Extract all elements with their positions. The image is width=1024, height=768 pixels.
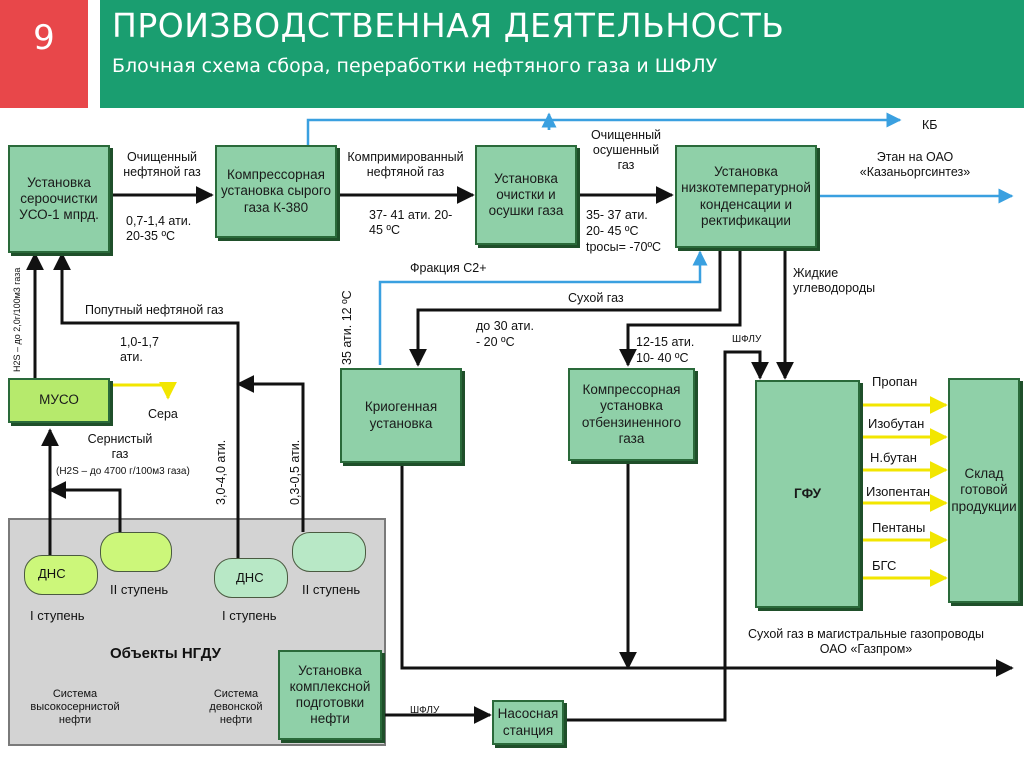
- block-compressor-stripped: Компрессорная установка отбензиненного г…: [568, 368, 695, 461]
- block-ukpn: Установка комплексной подготовки нефти: [278, 650, 382, 740]
- block-gfu-label: ГФУ: [793, 485, 822, 501]
- arrow-pump-gfu: [566, 350, 769, 722]
- label-p-3-4: 3,0-4,0 ати.: [214, 439, 228, 505]
- tank-dns-devon: [214, 558, 288, 598]
- label-shflu-top: ШФЛУ: [732, 334, 762, 345]
- stage2-high-label: II ступень: [110, 582, 169, 597]
- block-ntkr-label: Установка низкотемпературной конденсации…: [681, 164, 811, 228]
- block-warehouse-label: Склад готовой продукции: [951, 466, 1017, 514]
- label-uso-params: 0,7-1,4 ати. 20-35 ºС: [126, 214, 192, 243]
- block-compressor-label: Компрессорная установка отбензиненного г…: [581, 382, 682, 446]
- slide-number: 9: [33, 18, 55, 58]
- label-clean-gas: Очищенный нефтяной газ: [123, 150, 201, 179]
- stage2-devon-label: II ступень: [302, 582, 361, 597]
- label-shflu-bottom: ШФЛУ: [410, 705, 440, 716]
- product-propane: Пропан: [872, 374, 918, 389]
- label-dry-gas: Сухой газ: [568, 291, 624, 305]
- product-isopentane: Изопентан: [866, 484, 931, 499]
- arrow-dry-gas-cryo: [409, 250, 722, 367]
- label-sour-gas: Сернистый газ: [87, 432, 153, 461]
- label-liquid-hc: Жидкие углеводороды: [793, 266, 876, 295]
- arrow-cryo-pipeline: [400, 465, 1014, 677]
- label-kb: КБ: [922, 118, 938, 132]
- block-warehouse: Склад готовой продукции: [948, 378, 1020, 603]
- label-drying-params-3: tросы= -70ºС: [586, 240, 662, 254]
- block-cryo-label: Криогенная установка: [364, 399, 438, 431]
- slide-number-box: 9: [0, 0, 88, 108]
- label-p-03-05: 0,3-0,5 ати.: [288, 439, 302, 505]
- block-ntkr: Установка низкотемпературной конденсации…: [675, 145, 817, 248]
- label-assoc-params: 1,0-1,7 ати.: [120, 335, 159, 364]
- label-sour-gas-note: (Н2S – до 4700 г/100м3 газа): [56, 466, 190, 477]
- label-ethane: Этан на ОАО «Казаньоргсинтез»: [859, 150, 971, 179]
- label-compressed-gas: Компримированный нефтяной газ: [347, 150, 464, 179]
- block-uso: Установка сероочистки УСО-1 мпрд.: [8, 145, 110, 253]
- block-drying: Установка очистки и осушки газа: [475, 145, 577, 245]
- block-cryo: Криогенная установка: [340, 368, 462, 463]
- stage1-devon-label: I ступень: [222, 608, 277, 623]
- arrow-sulfur: [112, 381, 177, 400]
- label-associated-gas: Попутный нефтяной газ: [85, 303, 224, 317]
- block-k380-label: Компрессорная установка сырого газа К-38…: [220, 167, 332, 215]
- tank-dns-devon-label: ДНС: [236, 570, 264, 585]
- label-drying-params-2: 20- 45 ºС: [586, 224, 639, 238]
- arrow-to-compressor: [619, 250, 742, 367]
- label-sulfur: Сера: [148, 407, 178, 421]
- block-pump-station: Насосная станция: [492, 700, 564, 745]
- label-h2s-note: Н2S – до 2,0г/100м3 газа: [12, 267, 22, 372]
- block-uso-label: Установка сероочистки УСО-1 мпрд.: [19, 174, 99, 223]
- arrow-fraction-c2: [378, 250, 708, 365]
- block-ukpn-label: Установка комплексной подготовки нефти: [289, 662, 371, 727]
- label-k380-params: 37- 41 ати. 20- 45 ºС: [369, 208, 453, 237]
- slide-header: 9 ПРОИЗВОДСТВЕННАЯ ДЕЯТЕЛЬНОСТЬ Блочная …: [0, 0, 1024, 108]
- block-muso-label: МУСО: [39, 392, 79, 408]
- label-cryo-params-2: - 20 ºС: [476, 335, 515, 349]
- tank-stage2-high: [100, 532, 172, 572]
- label-fraction-c2: Фракция С2+: [410, 261, 487, 275]
- product-isobutane: Изобутан: [868, 416, 925, 431]
- arrow-kb: [306, 112, 902, 145]
- page-subtitle: Блочная схема сбора, переработки нефтяно…: [112, 55, 718, 77]
- label-drying-params-1: 35- 37 ати.: [586, 208, 648, 222]
- ngdu-title: Объекты НГДУ: [110, 645, 222, 662]
- product-pentanes: Пентаны: [872, 520, 926, 535]
- label-main-pipeline: Сухой газ в магистральные газопроводы ОА…: [747, 627, 985, 656]
- arrow-stage2-muso: [48, 481, 122, 532]
- block-pump-label: Насосная станция: [497, 706, 559, 738]
- label-comp-params-1: 12-15 ати.: [636, 335, 695, 349]
- product-bgs: БГС: [872, 558, 897, 573]
- tank-dns-high-label: ДНС: [38, 566, 66, 581]
- page-title: ПРОИЗВОДСТВЕННАЯ ДЕЯТЕЛЬНОСТЬ: [112, 6, 785, 45]
- title-banner: ПРОИЗВОДСТВЕННАЯ ДЕЯТЕЛЬНОСТЬ Блочная сх…: [100, 0, 1024, 108]
- tank-stage2-devon: [292, 532, 366, 572]
- label-cryo-params-1: до 30 ати.: [476, 319, 534, 333]
- label-dry-gas-out: Очищенный осушенный газ: [590, 128, 662, 172]
- product-n-butane: Н.бутан: [870, 450, 917, 465]
- tank-dns-high: [24, 555, 98, 595]
- system-high-label: Система высокосернистой нефти: [30, 688, 120, 727]
- label-comp-params-2: 10- 40 ºС: [636, 351, 689, 365]
- stage1-high-label: I ступень: [30, 608, 85, 623]
- block-muso: МУСО: [8, 378, 110, 423]
- system-devon-label: Система девонской нефти: [209, 688, 263, 727]
- arrow-devon-assoc: [236, 375, 305, 532]
- block-k380: Компрессорная установка сырого газа К-38…: [215, 145, 337, 238]
- label-cryo-in: 35 ати. 12 ºС: [340, 290, 354, 365]
- arrow-assoc-uso: [53, 252, 240, 475]
- block-gfu: ГФУ: [755, 380, 860, 608]
- block-drying-label: Установка очистки и осушки газа: [488, 170, 564, 219]
